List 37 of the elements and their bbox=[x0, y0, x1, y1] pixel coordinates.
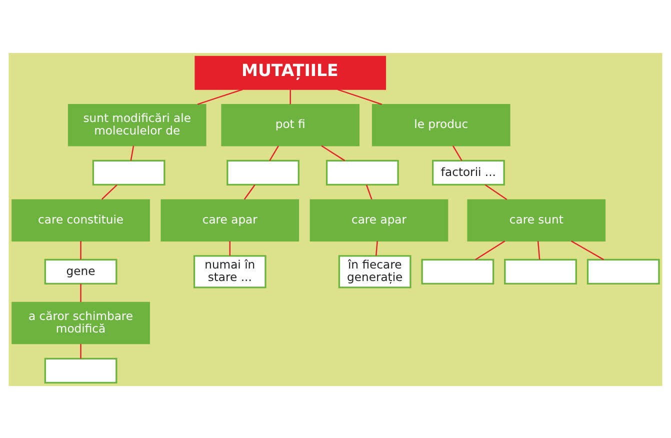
node-box bbox=[421, 258, 494, 284]
connector bbox=[475, 240, 506, 260]
node-box bbox=[586, 258, 660, 284]
node-box bbox=[92, 159, 166, 186]
connector bbox=[101, 184, 118, 200]
node-box: numai în stare ... bbox=[193, 254, 266, 288]
node-box bbox=[226, 159, 300, 186]
connector bbox=[229, 240, 230, 256]
node-box: care sunt bbox=[467, 198, 606, 241]
connector bbox=[130, 145, 134, 160]
connector bbox=[269, 145, 279, 160]
connector bbox=[290, 89, 291, 104]
node-box: pot fi bbox=[221, 103, 360, 146]
connector bbox=[80, 283, 82, 302]
connector bbox=[337, 88, 382, 104]
connector bbox=[244, 184, 256, 200]
node-box bbox=[44, 357, 118, 384]
connector bbox=[452, 145, 462, 160]
node-box: a căror schimbare modifică bbox=[12, 301, 150, 344]
node-box: le produc bbox=[372, 103, 510, 146]
node-box: gene bbox=[44, 258, 118, 284]
connector bbox=[80, 240, 82, 259]
connector bbox=[537, 240, 540, 260]
connector bbox=[197, 88, 243, 104]
node-box: sunt modificări ale moleculelor de bbox=[68, 103, 206, 146]
node-box: care apar bbox=[160, 198, 300, 241]
node-box bbox=[504, 258, 577, 284]
connector bbox=[366, 184, 372, 200]
connector bbox=[80, 343, 82, 358]
node-box: în fiecare generație bbox=[338, 254, 412, 288]
node-box bbox=[326, 159, 399, 186]
connector bbox=[376, 240, 378, 256]
node-box: care constituie bbox=[12, 198, 150, 241]
connector bbox=[570, 240, 604, 260]
node-box: MUTAȚIILE bbox=[194, 55, 386, 90]
node-box: care apar bbox=[310, 198, 448, 241]
node-box: factorii ... bbox=[432, 159, 505, 186]
